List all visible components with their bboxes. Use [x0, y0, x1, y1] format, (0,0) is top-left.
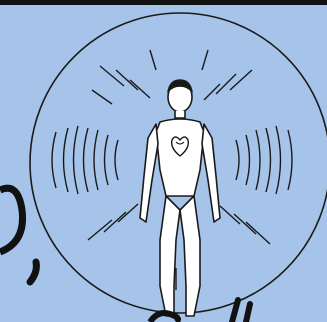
edge-glyph-comma	[30, 262, 36, 282]
edge-glyph-left	[0, 188, 23, 252]
left-leg	[160, 196, 180, 316]
left-arm	[140, 124, 158, 222]
human-figure	[140, 80, 220, 316]
right-leg	[180, 196, 200, 316]
torso	[156, 119, 204, 196]
right-arm	[202, 124, 220, 222]
edge-glyph-bottom-right	[232, 300, 250, 322]
edge-glyph-bottom	[150, 313, 178, 322]
wave-arcs-left	[52, 66, 150, 240]
